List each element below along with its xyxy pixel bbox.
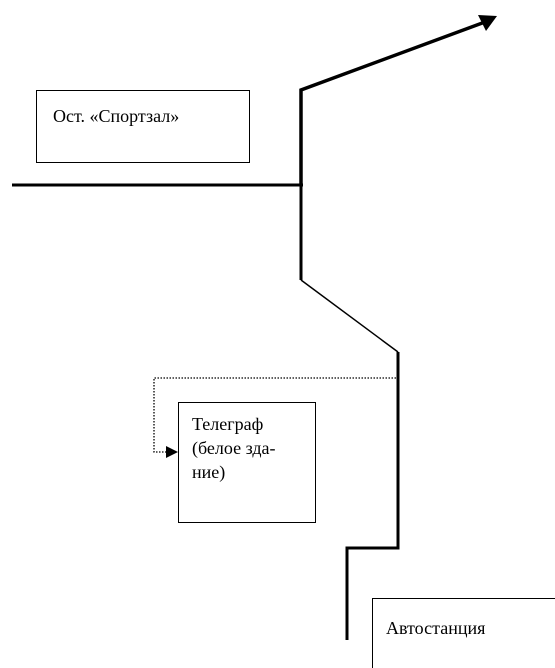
route-to-north-east	[299, 20, 486, 185]
bus-stop-sportzal-text: Ост. «Спортзал»	[53, 106, 180, 126]
telegraph-text-line-2: (белое зда-	[192, 438, 276, 458]
route-diagonal-segment	[300, 279, 399, 353]
bus-station-label: Автостанция	[372, 598, 555, 668]
telegraph-text-line-3: ние)	[192, 462, 226, 482]
route-direction-arrow-icon	[478, 15, 497, 31]
dotted-path-to-telegraph	[153, 377, 396, 453]
route-right-segment	[345, 352, 400, 640]
telegraph-text-line-1: Телеграф	[192, 414, 264, 434]
bus-station-text: Автостанция	[386, 618, 486, 638]
telegraph-label: Телеграф (белое зда- ние)	[178, 402, 316, 523]
bus-stop-sportzal-label: Ост. «Спортзал»	[36, 90, 250, 163]
telegraph-arrow-icon	[166, 446, 178, 458]
